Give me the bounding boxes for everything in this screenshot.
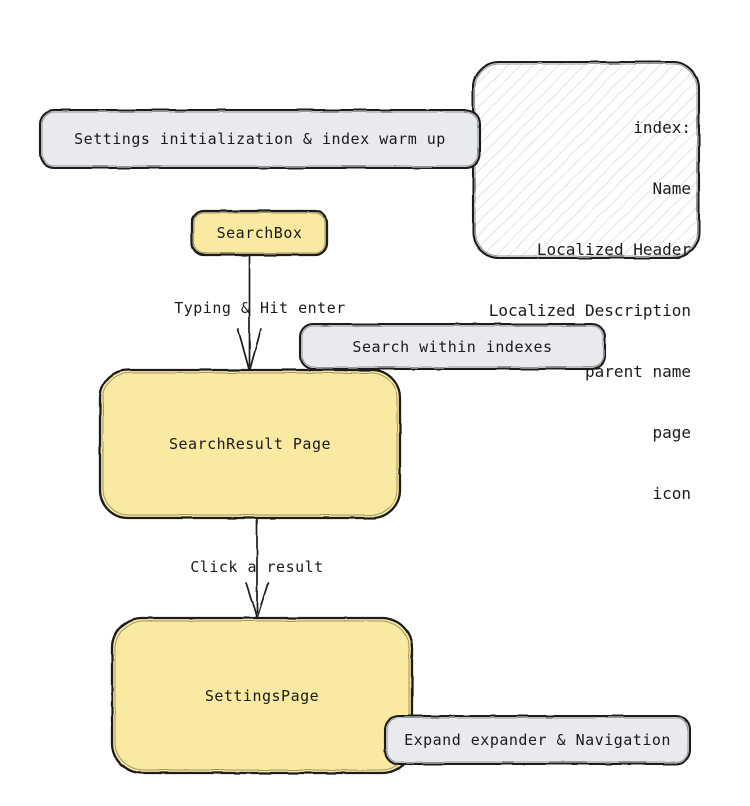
node-searchresult-shape[interactable] [98,368,402,520]
annotation-expand-box [383,714,692,766]
node-settingspage-shape[interactable] [110,616,414,775]
edge-searchresult-to-settingspage [245,517,269,619]
edge-searchbox-to-searchresult [237,254,262,372]
index-fields-box [471,60,701,260]
annotation-init-box [38,108,482,170]
node-searchbox-shape[interactable] [190,209,329,257]
annotation-search-box [298,322,607,371]
